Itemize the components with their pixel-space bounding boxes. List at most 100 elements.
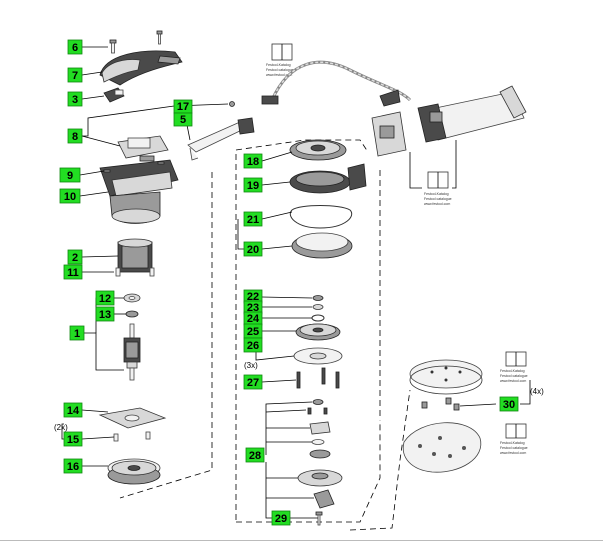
svg-text:8: 8 [72, 131, 78, 143]
svg-text:17: 17 [177, 101, 189, 113]
tag-2: 2 [67, 249, 83, 265]
svg-text:20: 20 [247, 244, 259, 256]
svg-text:www.festool.com: www.festool.com [500, 451, 526, 455]
svg-text:10: 10 [64, 191, 76, 203]
svg-text:18: 18 [247, 156, 259, 168]
svg-text:23: 23 [247, 302, 259, 314]
svg-text:Festool catalogue: Festool catalogue [424, 197, 452, 201]
manual-book-top: Festool-Katalog Festool catalogue www.fe… [266, 43, 294, 77]
tag-5: 5 [173, 112, 193, 127]
battery-adapter [371, 111, 407, 157]
tag-7: 7 [67, 67, 83, 83]
part-6-screw [109, 39, 117, 54]
svg-text:1: 1 [74, 328, 80, 340]
svg-text:6: 6 [72, 42, 78, 54]
svg-text:9: 9 [67, 170, 73, 182]
part-19-housing [289, 163, 367, 194]
part-1-armature [123, 323, 141, 381]
part-28-eccentric-assembly [297, 399, 343, 509]
part-11-screws [115, 267, 155, 277]
svg-text:15: 15 [67, 434, 79, 446]
tag-19: 19 [243, 177, 263, 193]
svg-text:14: 14 [67, 405, 80, 417]
tag-14: 14 [63, 402, 83, 418]
tag-24: 24 [243, 311, 263, 326]
dashed-boundaries [119, 139, 411, 531]
part-13-bearing [125, 310, 139, 318]
svg-text:Festool catalogue: Festool catalogue [500, 446, 528, 450]
svg-text:(2x): (2x) [54, 423, 68, 432]
part-3-switch [103, 87, 125, 103]
svg-text:5: 5 [180, 114, 186, 126]
part-23-bearing [312, 304, 324, 310]
tag-26: 26 [243, 337, 263, 353]
svg-text:Festool catalogue: Festool catalogue [500, 374, 528, 378]
tag-3: 3 [67, 91, 83, 107]
part-15-screws [113, 431, 151, 442]
tag-18: 18 [243, 153, 263, 169]
manual-book-mid: Festool-Katalog Festool catalogue www.fe… [424, 171, 452, 206]
svg-text:Festool-Katalog: Festool-Katalog [500, 369, 525, 373]
part-24-clip [311, 314, 325, 322]
part-26-plate [293, 347, 343, 365]
part-20-ring [291, 232, 353, 259]
part-7-housing-cover [99, 50, 183, 86]
tag-28: 28 [245, 447, 265, 463]
part-10-motor-housing [99, 159, 179, 224]
tag-8: 8 [67, 128, 83, 144]
part-8-electronics [117, 135, 169, 162]
tag-6: 6 [67, 39, 83, 55]
tag-29: 29 [271, 510, 291, 526]
part-27-screws [296, 367, 340, 389]
tag-11: 11 [63, 264, 83, 280]
tag-22: 22 [243, 289, 263, 304]
part-12-bearing [123, 293, 141, 303]
svg-text:11: 11 [67, 267, 79, 279]
sanding-disc [402, 422, 482, 473]
qty-26-27: (3x) [244, 361, 258, 370]
svg-text:Festool-Katalog: Festool-Katalog [266, 63, 291, 67]
tag-21: 21 [243, 211, 263, 227]
svg-text:(4x): (4x) [530, 387, 544, 396]
svg-text:27: 27 [247, 377, 259, 389]
part-22-washer [312, 295, 324, 301]
power-cable [261, 60, 412, 107]
svg-text:2: 2 [72, 252, 78, 264]
tag-17: 17 [173, 99, 193, 114]
qty-30: (4x) [530, 387, 544, 396]
svg-text:12: 12 [99, 293, 111, 305]
battery-pack [417, 85, 527, 143]
tag-25: 25 [243, 323, 263, 339]
svg-text:(3x): (3x) [244, 361, 258, 370]
tag-27: 27 [243, 374, 263, 390]
tag-30: 30 [499, 396, 519, 412]
svg-text:26: 26 [247, 340, 259, 352]
part-4-screw [156, 30, 163, 45]
tag-1: 1 [69, 325, 85, 341]
svg-text:29: 29 [275, 513, 287, 525]
bottom-rule [0, 540, 603, 541]
svg-text:21: 21 [247, 214, 259, 226]
tag-23: 23 [243, 300, 263, 315]
svg-text:19: 19 [247, 180, 259, 192]
part-2-stator [117, 238, 153, 273]
svg-text:Festool-Katalog: Festool-Katalog [424, 192, 449, 196]
svg-text:25: 25 [247, 326, 259, 338]
tag-20: 20 [243, 241, 263, 257]
part-29-screw [315, 511, 323, 526]
qty-14-15: (2x) [54, 423, 68, 440]
svg-text:Festool-Katalog: Festool-Katalog [500, 441, 525, 445]
part-14-plate [98, 407, 167, 429]
part-30-screws [421, 397, 460, 411]
tag-9: 9 [59, 167, 81, 183]
manual-book-r1: Festool-Katalog Festool catalogue www.fe… [500, 351, 528, 383]
svg-text:7: 7 [72, 70, 78, 82]
part-21-seal [289, 205, 352, 229]
svg-text:www.festool.com: www.festool.com [500, 379, 526, 383]
tag-13: 13 [95, 306, 115, 322]
svg-text:16: 16 [67, 461, 79, 473]
svg-text:24: 24 [247, 313, 260, 325]
sanding-pad [409, 359, 483, 395]
tag-12: 12 [95, 290, 115, 306]
